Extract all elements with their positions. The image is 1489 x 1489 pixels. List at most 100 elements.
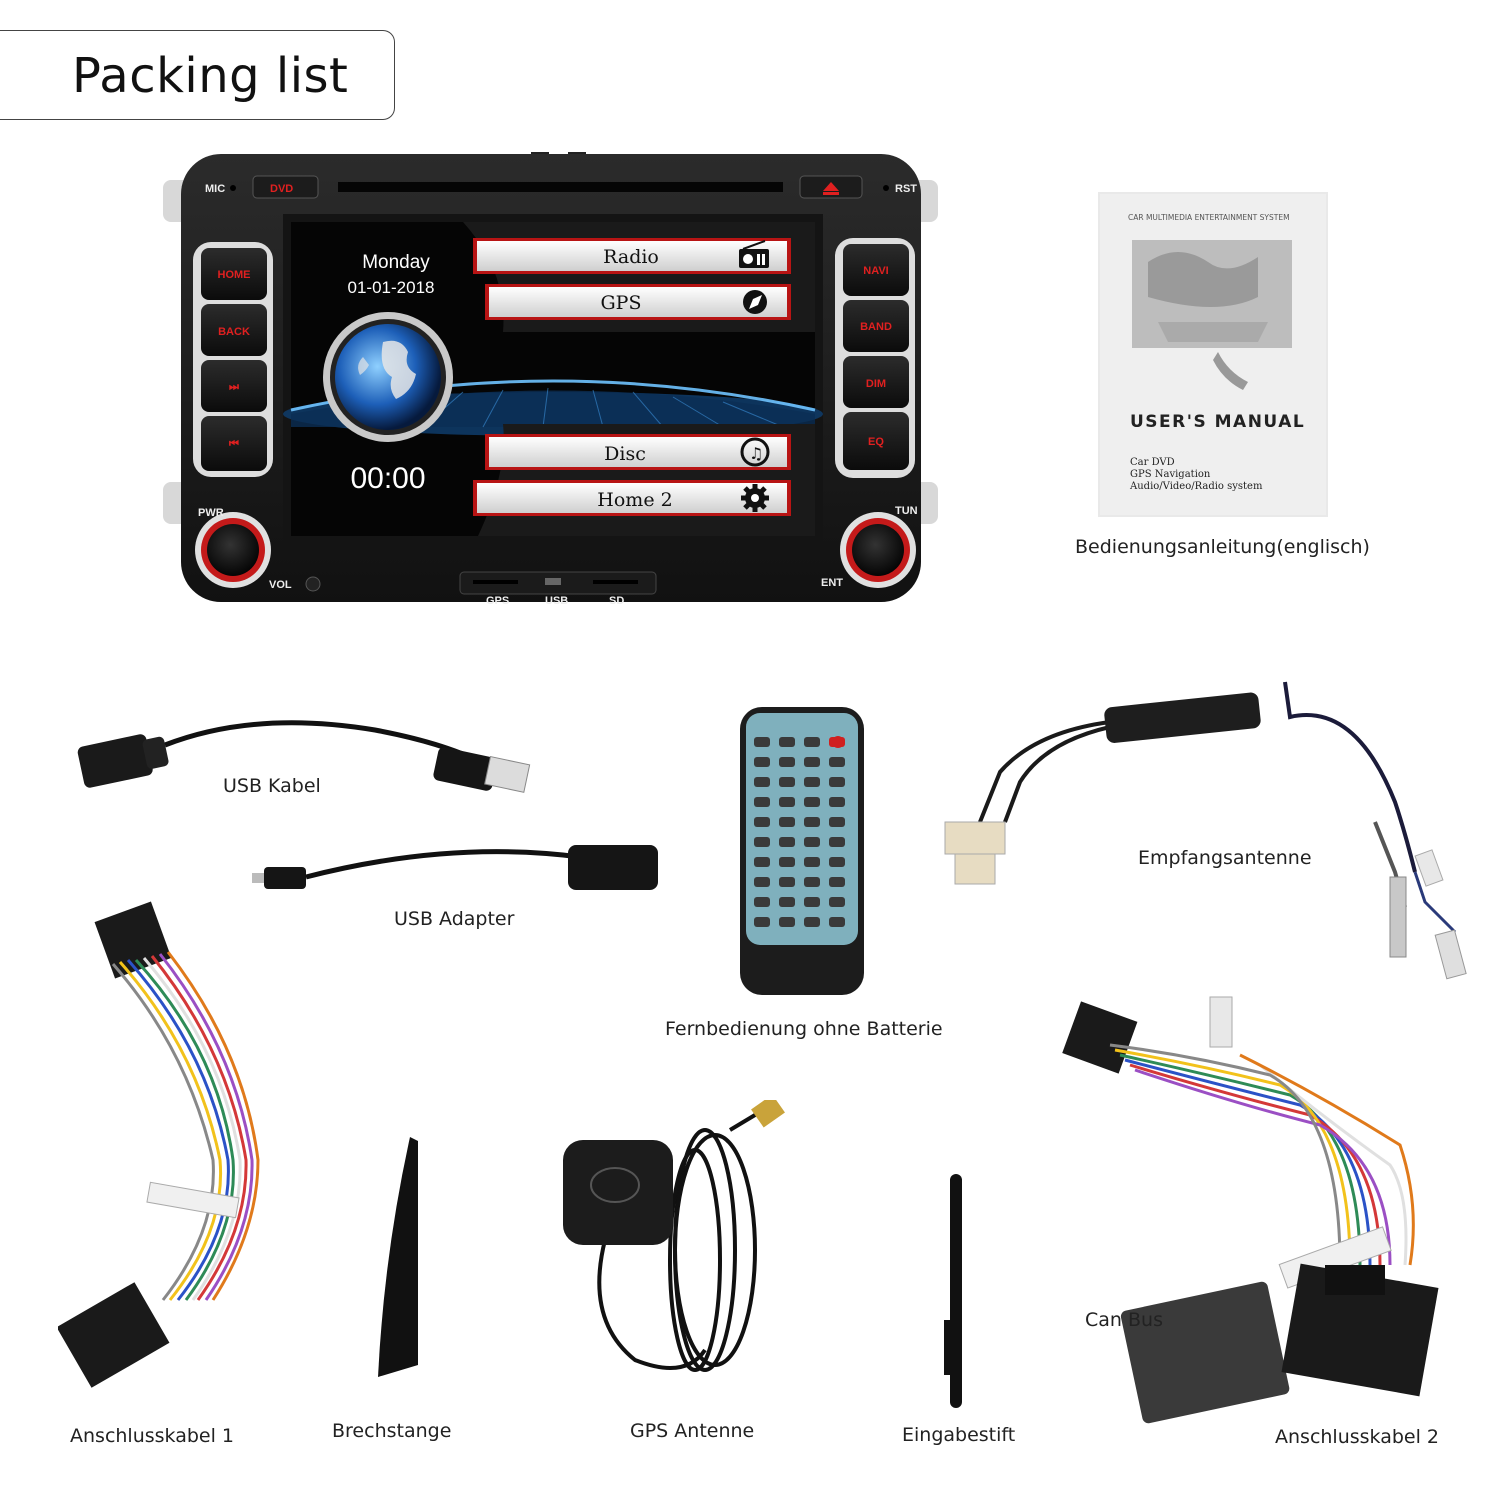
remote-key [779,737,795,747]
screen-date: 01-01-2018 [348,278,435,297]
back-button[interactable]: BACK [218,326,250,338]
usb-adapter-image [250,835,670,905]
caption-stylus: Eingabestift [902,1424,1016,1446]
menu-home2-label: Home 2 [597,489,672,511]
caption-pry-bar: Brechstange [332,1420,452,1442]
rst-label: RST [895,183,917,195]
caption-manual: Bedienungsanleitung(englisch) [1075,536,1370,558]
manual-line-1: Car DVD [1130,457,1175,468]
remote-key [829,897,845,907]
manual-line-3: Audio/Video/Radio system [1129,481,1263,492]
users-manual-image: CAR MULTIMEDIA ENTERTAINMENT SYSTEM USER… [1098,192,1328,517]
wiring-harness-1-image [56,900,278,1400]
usb-slot-label: USB [545,595,568,607]
manual-line-2: GPS Navigation [1130,469,1211,480]
remote-key [779,817,795,827]
gps-slot-label: GPS [486,595,509,607]
title-box [0,30,395,120]
remote-key [804,757,820,767]
remote-key [779,777,795,787]
eq-button[interactable]: EQ [868,436,884,448]
page-title: Packing list [72,48,349,104]
dim-button[interactable]: DIM [866,378,886,390]
compass-icon [743,290,767,314]
screen-clock: 00:00 [350,462,425,495]
menu-gps[interactable]: GPS [485,284,791,320]
remote-key [804,737,820,747]
remote-key [829,877,845,887]
caption-gps-antenna: GPS Antenne [630,1420,755,1442]
head-unit-image: MIC DVD RST HOME BACK ⏭ ⏮ NAVI BAND DIM … [163,146,938,607]
remote-key [779,917,795,927]
caption-antenna: Empfangsantenne [1138,847,1312,869]
manual-title: USER'S MANUAL [1130,412,1305,432]
menu-gps-label: GPS [601,292,642,314]
menu-radio[interactable]: Radio [473,238,791,274]
remote-control-image [738,705,866,997]
prev-track-button[interactable]: ⏮ [229,438,239,450]
remote-key [779,797,795,807]
next-track-button[interactable]: ⏭ [229,381,239,393]
caption-cable-1: Anschlusskabel 1 [70,1425,235,1447]
remote-key [804,857,820,867]
remote-key [804,917,820,927]
stylus-image [938,1170,968,1415]
usb-cable-image [75,700,535,810]
remote-key [804,897,820,907]
remote-key [754,837,770,847]
remote-key [804,817,820,827]
navi-button[interactable]: NAVI [863,265,888,277]
remote-key [829,917,845,927]
remote-key [829,837,845,847]
radio-icon [739,240,769,268]
manual-header: CAR MULTIMEDIA ENTERTAINMENT SYSTEM [1128,213,1290,222]
remote-key [804,837,820,847]
mic-label: MIC [205,183,225,195]
pry-bar-image [372,1135,422,1380]
remote-key [779,857,795,867]
wiring-harness-2-image [1060,995,1480,1425]
menu-home2[interactable]: Home 2 [473,480,791,516]
home-button[interactable]: HOME [218,269,251,281]
tun-label: TUN [895,505,918,517]
remote-key [779,757,795,767]
menu-disc-label: Disc [604,443,646,465]
remote-key [754,757,770,767]
music-icon: ♫ [740,437,770,467]
menu-disc[interactable]: Disc ♫ [485,434,791,470]
remote-key [754,737,770,747]
remote-key [779,897,795,907]
tuning-knob[interactable] [840,512,916,588]
antenna-adapter-image [935,672,1485,1002]
remote-key [829,797,845,807]
remote-key [804,877,820,887]
left-button-panel[interactable]: HOME BACK ⏭ ⏮ [193,242,273,477]
caption-cable-2: Anschlusskabel 2 [1275,1426,1440,1448]
band-button[interactable]: BAND [860,321,892,333]
remote-key [779,877,795,887]
pwr-label: PWR [198,507,224,519]
remote-key [754,857,770,867]
screen[interactable]: Monday 01-01-2018 00:00 Radio GP [283,214,823,544]
eject-icon [823,182,839,191]
remote-key [754,797,770,807]
gear-icon [741,484,769,512]
globe-icon [323,312,453,442]
remote-key [829,857,845,867]
remote-key [754,777,770,787]
remote-key [754,877,770,887]
remote-key [754,897,770,907]
remote-key [829,757,845,767]
screen-day: Monday [362,252,430,273]
vol-label: VOL [269,579,292,591]
caption-can-bus: Can Bus [1085,1309,1163,1331]
menu-radio-label: Radio [603,246,659,268]
remote-key [754,817,770,827]
svg-text:♫: ♫ [749,444,763,463]
right-button-panel[interactable]: NAVI BAND DIM EQ [835,238,915,478]
caption-remote: Fernbedienung ohne Batterie [665,1018,943,1040]
remote-key [804,777,820,787]
remote-key [829,817,845,827]
caption-usb-cable: USB Kabel [223,775,321,797]
volume-knob[interactable] [195,512,271,588]
